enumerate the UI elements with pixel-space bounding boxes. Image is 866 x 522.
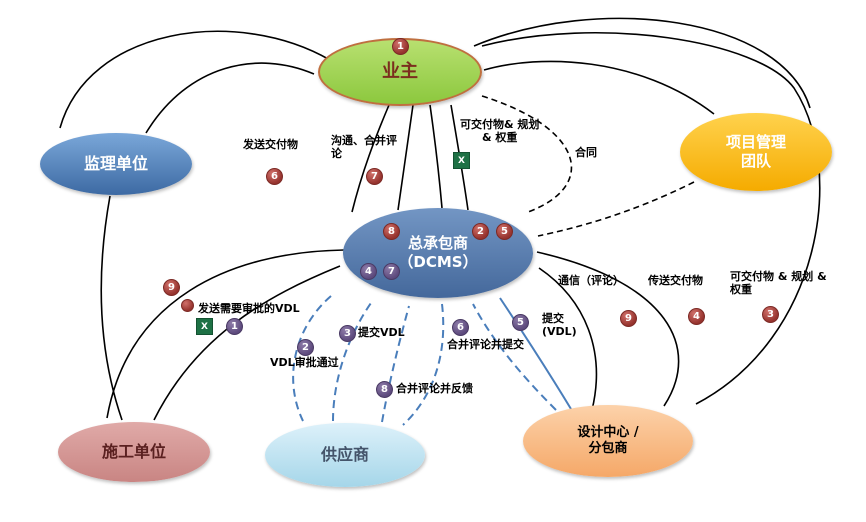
node-general-contractor: 总承包商 （DCMS） bbox=[343, 208, 533, 298]
arrow-construction-to-supervision bbox=[100, 195, 123, 421]
node-supervision-unit: 监理单位 bbox=[40, 133, 192, 195]
badge-owner-step-1: 1 bbox=[392, 38, 409, 55]
arrow-owner-to-contractor-contract bbox=[481, 95, 573, 213]
label-merge-comments-feedback: 合并评论并反馈 bbox=[396, 382, 473, 395]
arrow-contractor-to-design-transfer bbox=[536, 251, 680, 407]
arrow-contractor-to-owner-communicate bbox=[397, 104, 414, 211]
label-deliverables-planning-right: 可交付物 & 规划 & 权重 bbox=[730, 270, 827, 296]
badge-purple-8: 8 bbox=[376, 381, 393, 398]
node-pm-team: 项目管理 团队 bbox=[680, 113, 832, 191]
red-dot-badge bbox=[181, 299, 194, 312]
label-vdl-approved: VDL审批通过 bbox=[270, 356, 339, 369]
badge-contractor-5: 5 bbox=[496, 223, 513, 240]
node-construction-unit: 施工单位 bbox=[58, 422, 210, 482]
badge-red-7: 7 bbox=[366, 168, 383, 185]
node-supplier: 供应商 bbox=[265, 423, 425, 487]
arrow-design-to-owner-deliverables bbox=[481, 31, 821, 405]
arrow-supplier-to-contractor-submit bbox=[381, 305, 410, 423]
label-communicate-merge: 沟通、合并评 论 bbox=[331, 134, 397, 160]
label-submit-vdl: 提交VDL bbox=[358, 326, 405, 339]
label-communication-comments: 通信（评论） bbox=[558, 274, 624, 287]
badge-contractor-purple-4: 4 bbox=[360, 263, 377, 280]
label-send-deliverables: 发送交付物 bbox=[243, 138, 298, 151]
node-contractor-label-1: 总承包商 bbox=[407, 234, 468, 253]
label-submit-vdl-2-line2: (VDL) bbox=[542, 325, 577, 338]
node-design-center: 设计中心 / 分包商 bbox=[523, 405, 693, 477]
arrow-contractor-to-supplier-vdl bbox=[292, 295, 332, 422]
label-transfer-deliverables: 传送交付物 bbox=[648, 274, 703, 287]
label-deliverables-planning-top: 可交付物& 规划 & 权重 bbox=[460, 118, 539, 144]
arrow-pm-to-owner bbox=[483, 60, 715, 115]
label-submit-vdl-2-line1: 提交 bbox=[542, 312, 564, 325]
excel-icon: X bbox=[453, 152, 470, 169]
label-deliverables-planning-right-line1: 可交付物 & 规划 & bbox=[730, 270, 827, 283]
arrow-design-to-contractor-communication bbox=[538, 267, 598, 411]
arrow-contractor-to-supplier-feedback bbox=[402, 303, 445, 426]
arrow-contractor-to-owner-send bbox=[351, 104, 390, 213]
badge-contractor-2: 2 bbox=[472, 223, 489, 240]
badge-contractor-8: 8 bbox=[383, 223, 400, 240]
arrow-contractor-to-construction bbox=[106, 249, 345, 419]
arrow-supplier-to-contractor-approved bbox=[332, 302, 372, 422]
node-pm-label-2: 团队 bbox=[740, 152, 771, 170]
badge-red-4-right: 4 bbox=[688, 308, 705, 325]
arrow-supervision-to-owner bbox=[145, 62, 315, 134]
node-design-label-1: 设计中心 / bbox=[577, 424, 639, 440]
label-deliverables-planning-right-line2: 权重 bbox=[730, 283, 752, 296]
arrow-design-to-contractor-merge-submit bbox=[472, 303, 557, 411]
label-send-vdl-approval: 发送需要审批的VDL bbox=[198, 302, 300, 315]
node-design-label-2: 分包商 bbox=[588, 441, 628, 456]
excel-icon: X bbox=[196, 318, 213, 335]
label-contract: 合同 bbox=[575, 146, 597, 159]
label-submit-vdl-2: 提交 (VDL) bbox=[542, 312, 577, 338]
node-owner-label: 业主 bbox=[382, 60, 418, 82]
badge-red-9-right: 9 bbox=[620, 310, 637, 327]
node-supervision-label: 监理单位 bbox=[83, 154, 148, 173]
label-communicate-merge-line2: 论 bbox=[331, 147, 342, 160]
badge-purple-3: 3 bbox=[339, 325, 356, 342]
label-deliverables-planning-top-line2: & 权重 bbox=[482, 131, 518, 144]
node-contractor-label-2: （DCMS） bbox=[398, 253, 478, 271]
arrow-owner-to-pm bbox=[473, 17, 811, 109]
badge-red-9-left: 9 bbox=[163, 279, 180, 296]
arrow-contractor-to-design-submit-vdl bbox=[499, 297, 572, 410]
arrow-owner-to-supervision bbox=[59, 30, 331, 129]
arrow-owner-to-contractor bbox=[429, 104, 443, 209]
badge-red-3-right: 3 bbox=[762, 306, 779, 323]
node-supplier-label: 供应商 bbox=[320, 445, 369, 464]
badge-contractor-purple-7: 7 bbox=[383, 263, 400, 280]
badge-purple-6: 6 bbox=[452, 319, 469, 336]
badge-red-6: 6 bbox=[266, 168, 283, 185]
label-deliverables-planning-top-line1: 可交付物& 规划 bbox=[460, 118, 540, 131]
arrow-pm-to-contractor bbox=[537, 181, 695, 237]
node-construction-label: 施工单位 bbox=[101, 442, 166, 461]
badge-purple-5: 5 bbox=[512, 314, 529, 331]
node-pm-label-1: 项目管理 bbox=[725, 133, 786, 152]
label-merge-comments-submit: 合并评论并提交 bbox=[447, 338, 524, 351]
badge-purple-2: 2 bbox=[297, 339, 314, 356]
label-communicate-merge-line1: 沟通、合并评 bbox=[331, 134, 397, 147]
badge-purple-1: 1 bbox=[226, 318, 243, 335]
